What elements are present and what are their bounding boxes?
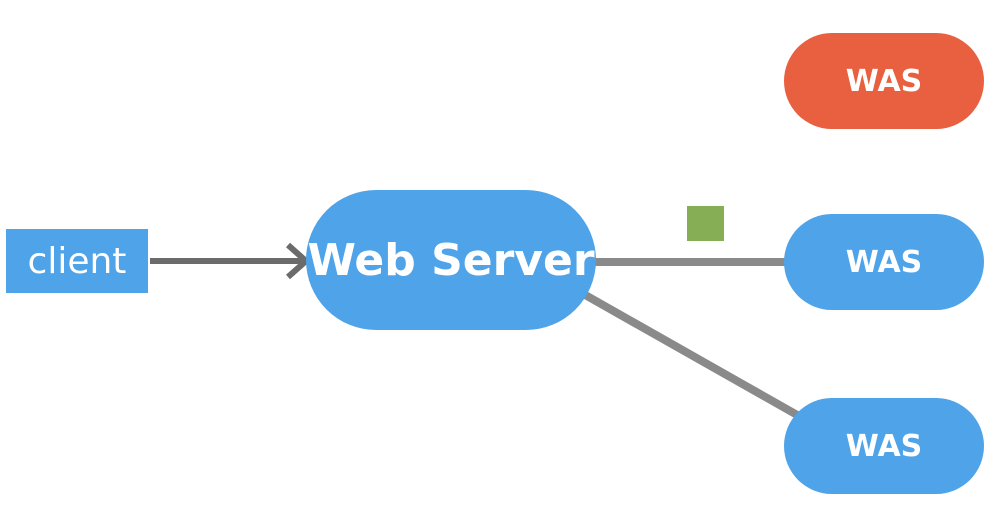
web-server-label: Web Server bbox=[307, 234, 595, 286]
was-node[interactable]: WAS bbox=[784, 398, 984, 494]
webserver-to-was-3-line bbox=[578, 288, 808, 424]
was-label: WAS bbox=[845, 428, 923, 464]
was-label: WAS bbox=[845, 244, 923, 280]
web-server-node[interactable]: Web Server bbox=[306, 190, 596, 330]
client-label: client bbox=[27, 240, 127, 282]
was-node-error[interactable]: WAS bbox=[784, 33, 984, 129]
client-node[interactable]: client bbox=[6, 229, 148, 293]
packet-square-icon bbox=[687, 206, 724, 241]
was-node[interactable]: WAS bbox=[784, 214, 984, 310]
was-label: WAS bbox=[845, 63, 923, 99]
